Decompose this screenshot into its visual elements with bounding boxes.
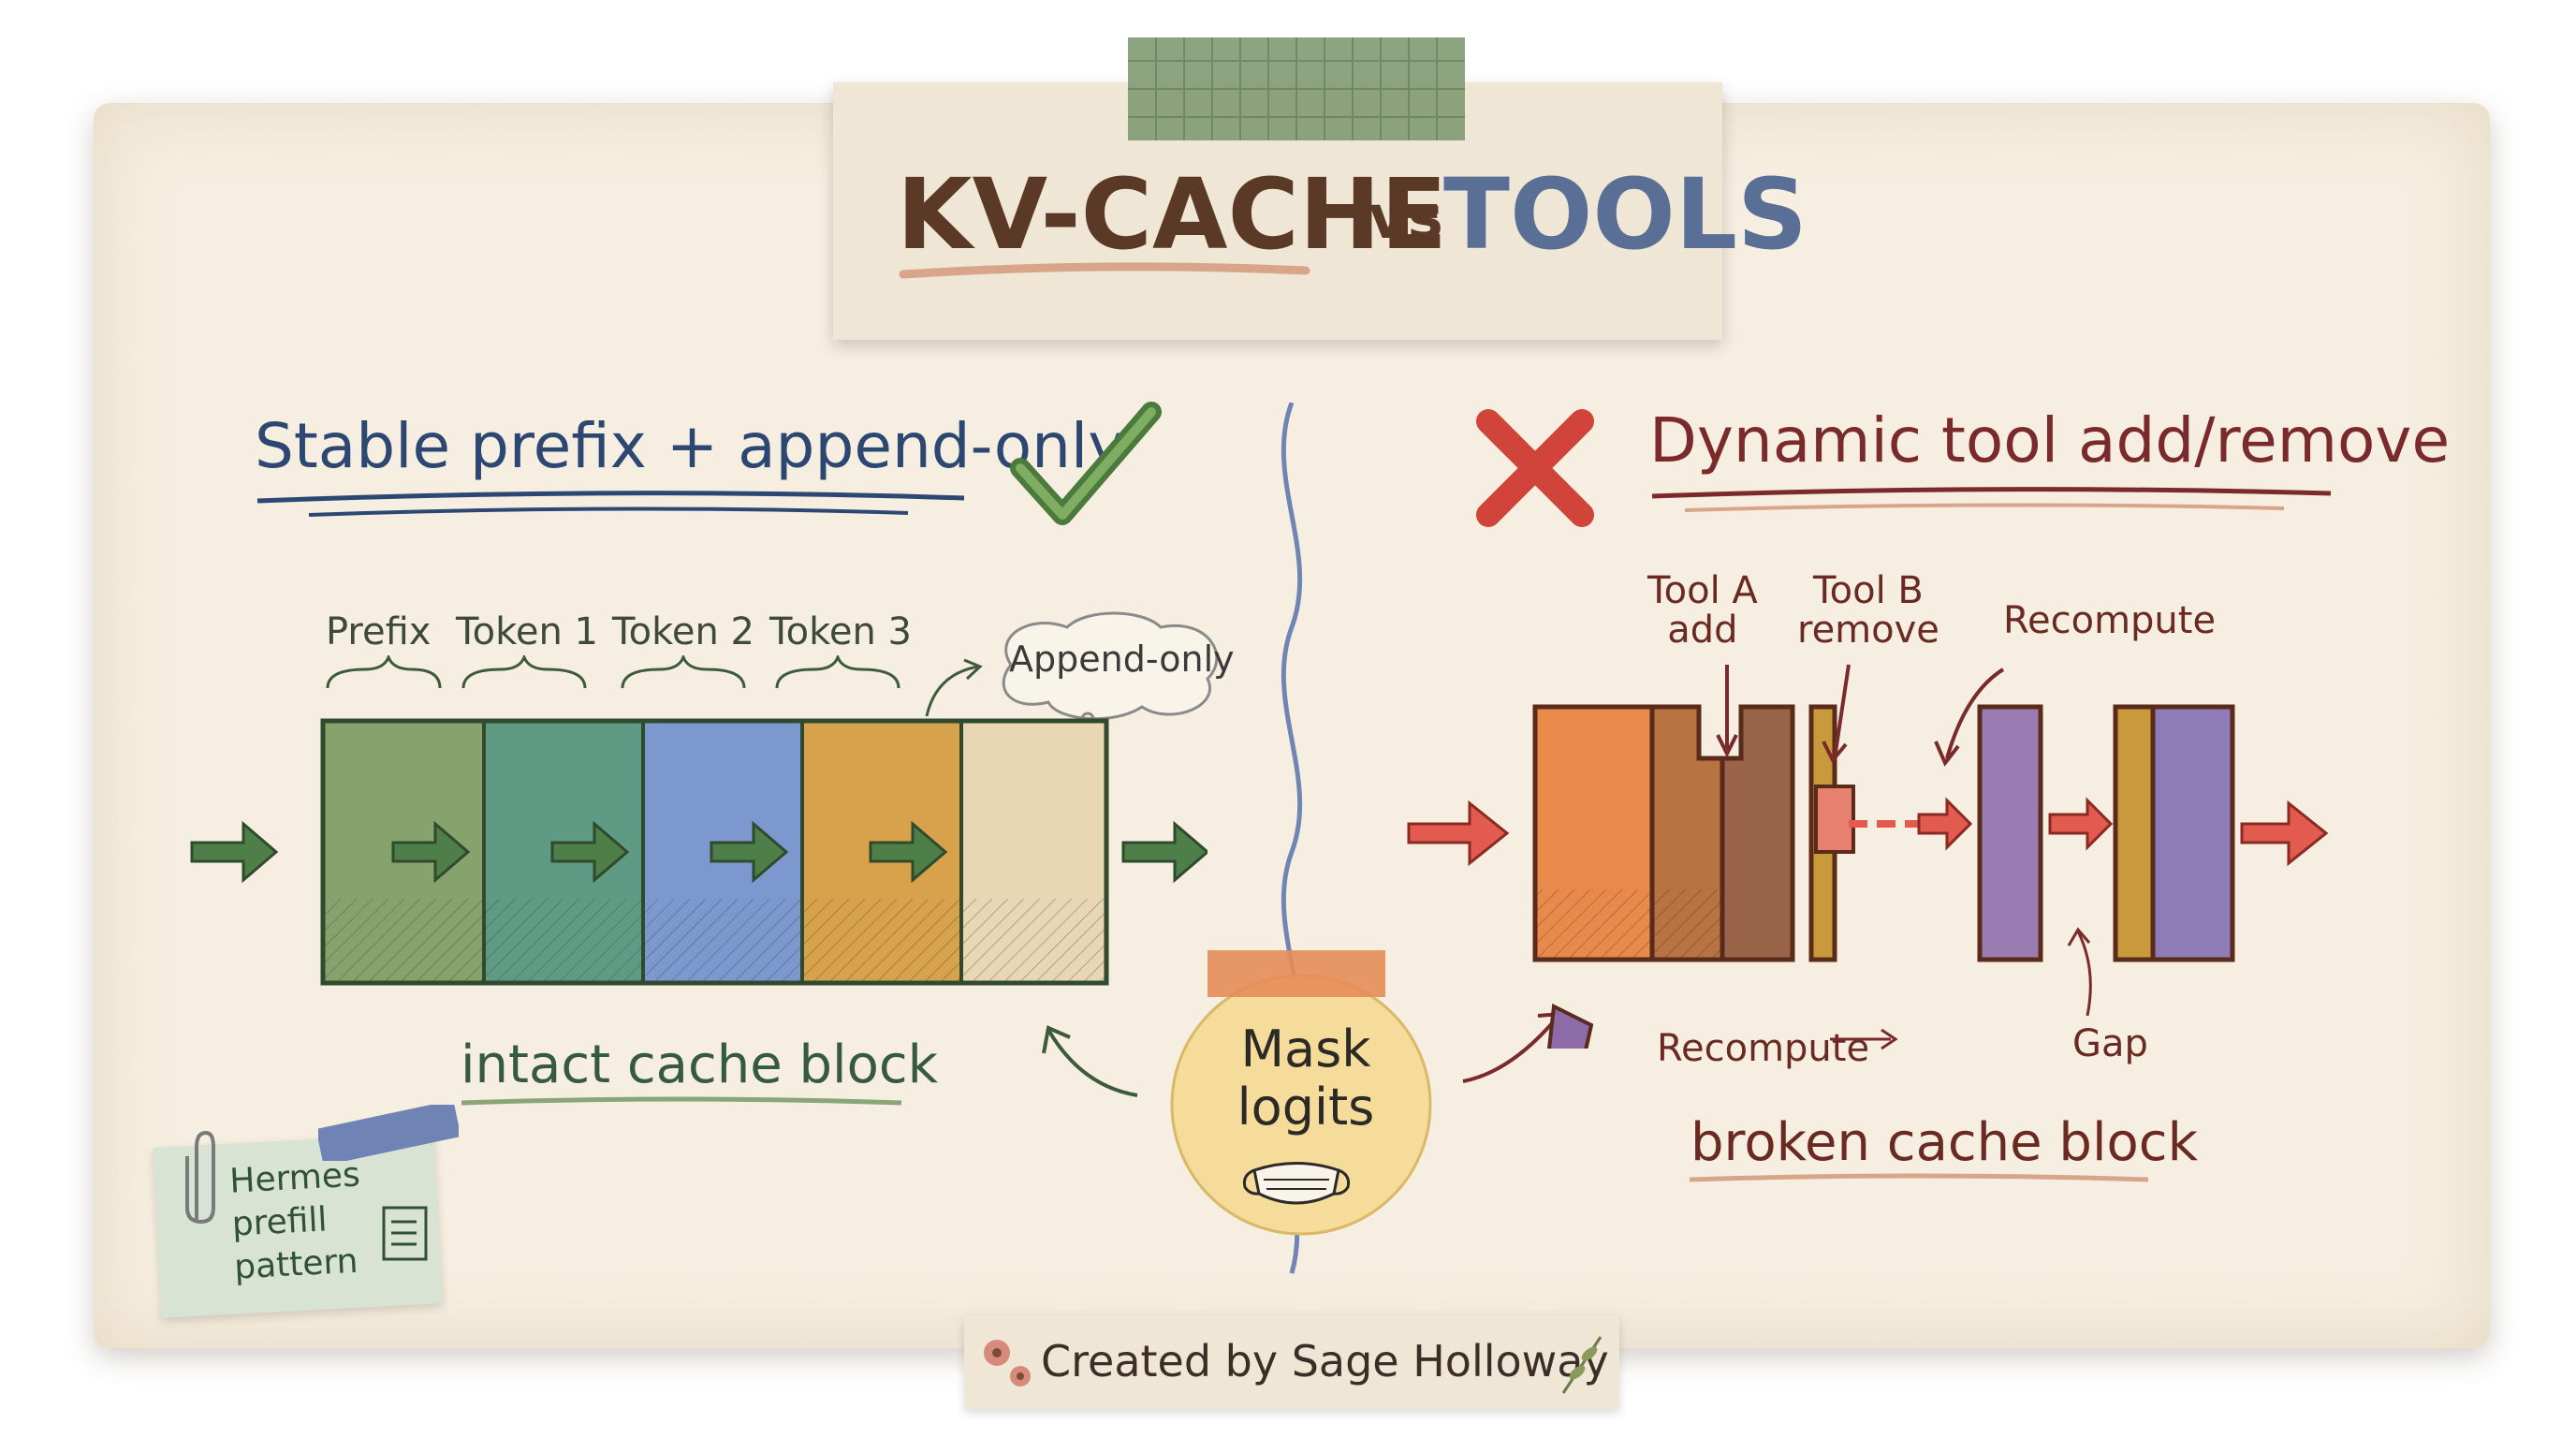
- mask-tape: [1208, 950, 1385, 997]
- broken-cache-block: [1407, 704, 2329, 1049]
- mask-to-left-arrow: [1042, 1025, 1138, 1097]
- segment-label-prefix: Prefix: [326, 610, 432, 653]
- title-tools: TOOLS: [1443, 157, 1808, 271]
- right-heading-underline: [1651, 487, 2332, 512]
- paperclip-icon: [185, 1130, 215, 1225]
- note-tape: [318, 1105, 459, 1161]
- floating-fragment: [1546, 1003, 1594, 1049]
- output-arrow-red-icon: [2240, 800, 2329, 867]
- gap-label: Gap: [2072, 1022, 2148, 1065]
- right-heading: Dynamic tool add/remove: [1649, 404, 2451, 477]
- right-caption: broken cache block: [1690, 1112, 2199, 1173]
- tool-a-label: Tool A add: [1647, 569, 1758, 652]
- leaf-sprig-icon: [1561, 1336, 1603, 1394]
- broken-segment-purple: [1977, 704, 2043, 962]
- recompute-label-bottom: Recompute: [1657, 1027, 1870, 1070]
- gap-arrow: [2067, 927, 2092, 1017]
- flower-icon: [984, 1340, 1031, 1387]
- recompute-label-top: Recompute: [2003, 599, 2217, 642]
- checkmark-icon: [1010, 402, 1162, 525]
- segment-label-token3: Token 3: [769, 610, 912, 653]
- left-caption-underline: [461, 1096, 902, 1106]
- intact-cache-block: [190, 718, 1208, 986]
- left-heading: Stable prefix + append-only: [255, 410, 1125, 482]
- mask-logits-text: Mask logits: [1237, 1020, 1375, 1137]
- title-underline: [899, 262, 1310, 279]
- broken-fragment-pink: [1814, 785, 1855, 854]
- title-tape: [1128, 37, 1465, 140]
- hermes-note-text: Hermes prefill pattern: [228, 1155, 361, 1287]
- segment-label-token2: Token 2: [612, 610, 754, 653]
- broken-segment-violet: [2150, 704, 2235, 962]
- cross-icon: [1476, 409, 1594, 527]
- title-kv-cache: KV-CACHE: [897, 157, 1447, 271]
- segment-braces: [326, 655, 900, 689]
- right-pointer-arrows: [1716, 664, 2005, 767]
- tool-b-label: Tool B remove: [1797, 569, 1939, 652]
- input-arrow-red-icon: [1407, 800, 1510, 867]
- append-only-label: Append-only: [1009, 638, 1235, 680]
- append-arrow: [925, 658, 983, 717]
- output-arrow-icon: [1121, 820, 1208, 884]
- title-vs: vs: [1368, 183, 1443, 253]
- left-caption: intact cache block: [461, 1034, 939, 1095]
- scroll-icon: [382, 1206, 428, 1261]
- right-caption-underline: [1689, 1173, 2149, 1182]
- credit-banner: Created by Sage Holloway: [964, 1315, 1619, 1409]
- segment-label-token1: Token 1: [456, 610, 598, 653]
- left-heading-underline: [256, 491, 965, 517]
- credit-text: Created by Sage Holloway: [1041, 1336, 1609, 1387]
- input-arrow-icon: [190, 820, 279, 884]
- recompute-bottom-arrow: [1830, 1028, 1898, 1050]
- face-mask-icon: [1243, 1162, 1350, 1205]
